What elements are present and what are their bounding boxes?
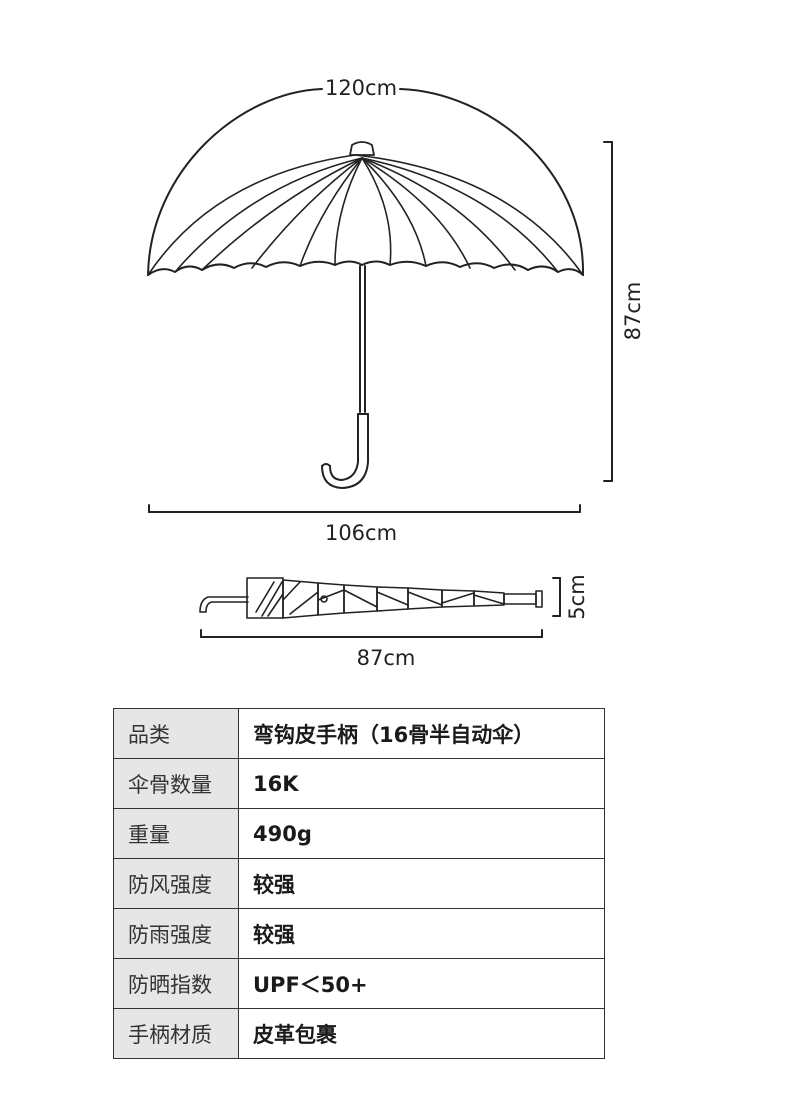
table-row: 品类 弯钩皮手柄（16骨半自动伞） — [113, 708, 605, 759]
table-row: 防晒指数 UPF＜50+ — [113, 958, 605, 1009]
umbrella-dimension-diagram: 120cm 87cm 106cm 5cm 87cm — [147, 76, 645, 670]
spec-value: 皮革包裹 — [238, 1008, 605, 1059]
table-row: 重量 490g — [113, 808, 605, 859]
width-dimension-bracket — [148, 504, 581, 513]
height-dimension-bracket — [603, 141, 613, 482]
table-row: 防风强度 较强 — [113, 858, 605, 909]
spec-key: 重量 — [113, 808, 239, 859]
spec-value: 较强 — [238, 908, 605, 959]
folded-diameter-label: 5cm — [565, 574, 589, 619]
arc-dimension-line-right — [399, 88, 585, 276]
open-umbrella-icon — [147, 141, 584, 489]
spec-table: 品类 弯钩皮手柄（16骨半自动伞） 伞骨数量 16K 重量 490g 防风强度 … — [113, 708, 605, 1059]
open-height-label: 87cm — [621, 282, 645, 341]
table-row: 伞骨数量 16K — [113, 758, 605, 809]
folded-diameter-bracket — [552, 577, 561, 617]
spec-value: 490g — [238, 808, 605, 859]
spec-value: 较强 — [238, 858, 605, 909]
spec-key: 防雨强度 — [113, 908, 239, 959]
spec-key: 防晒指数 — [113, 958, 239, 1009]
canopy-arc-label: 120cm — [325, 76, 397, 100]
folded-length-bracket — [200, 629, 543, 638]
spec-value: 弯钩皮手柄（16骨半自动伞） — [238, 708, 605, 759]
spec-value: 16K — [238, 758, 605, 809]
table-row: 防雨强度 较强 — [113, 908, 605, 959]
arc-dimension-line — [147, 88, 323, 276]
folded-length-label: 87cm — [357, 646, 416, 670]
spec-key: 品类 — [113, 708, 239, 759]
spec-value: UPF＜50+ — [238, 958, 605, 1009]
spec-key: 手柄材质 — [113, 1008, 239, 1059]
folded-umbrella-icon — [199, 577, 543, 619]
table-row: 手柄材质 皮革包裹 — [113, 1008, 605, 1059]
spec-key: 伞骨数量 — [113, 758, 239, 809]
open-width-label: 106cm — [325, 521, 397, 545]
spec-key: 防风强度 — [113, 858, 239, 909]
